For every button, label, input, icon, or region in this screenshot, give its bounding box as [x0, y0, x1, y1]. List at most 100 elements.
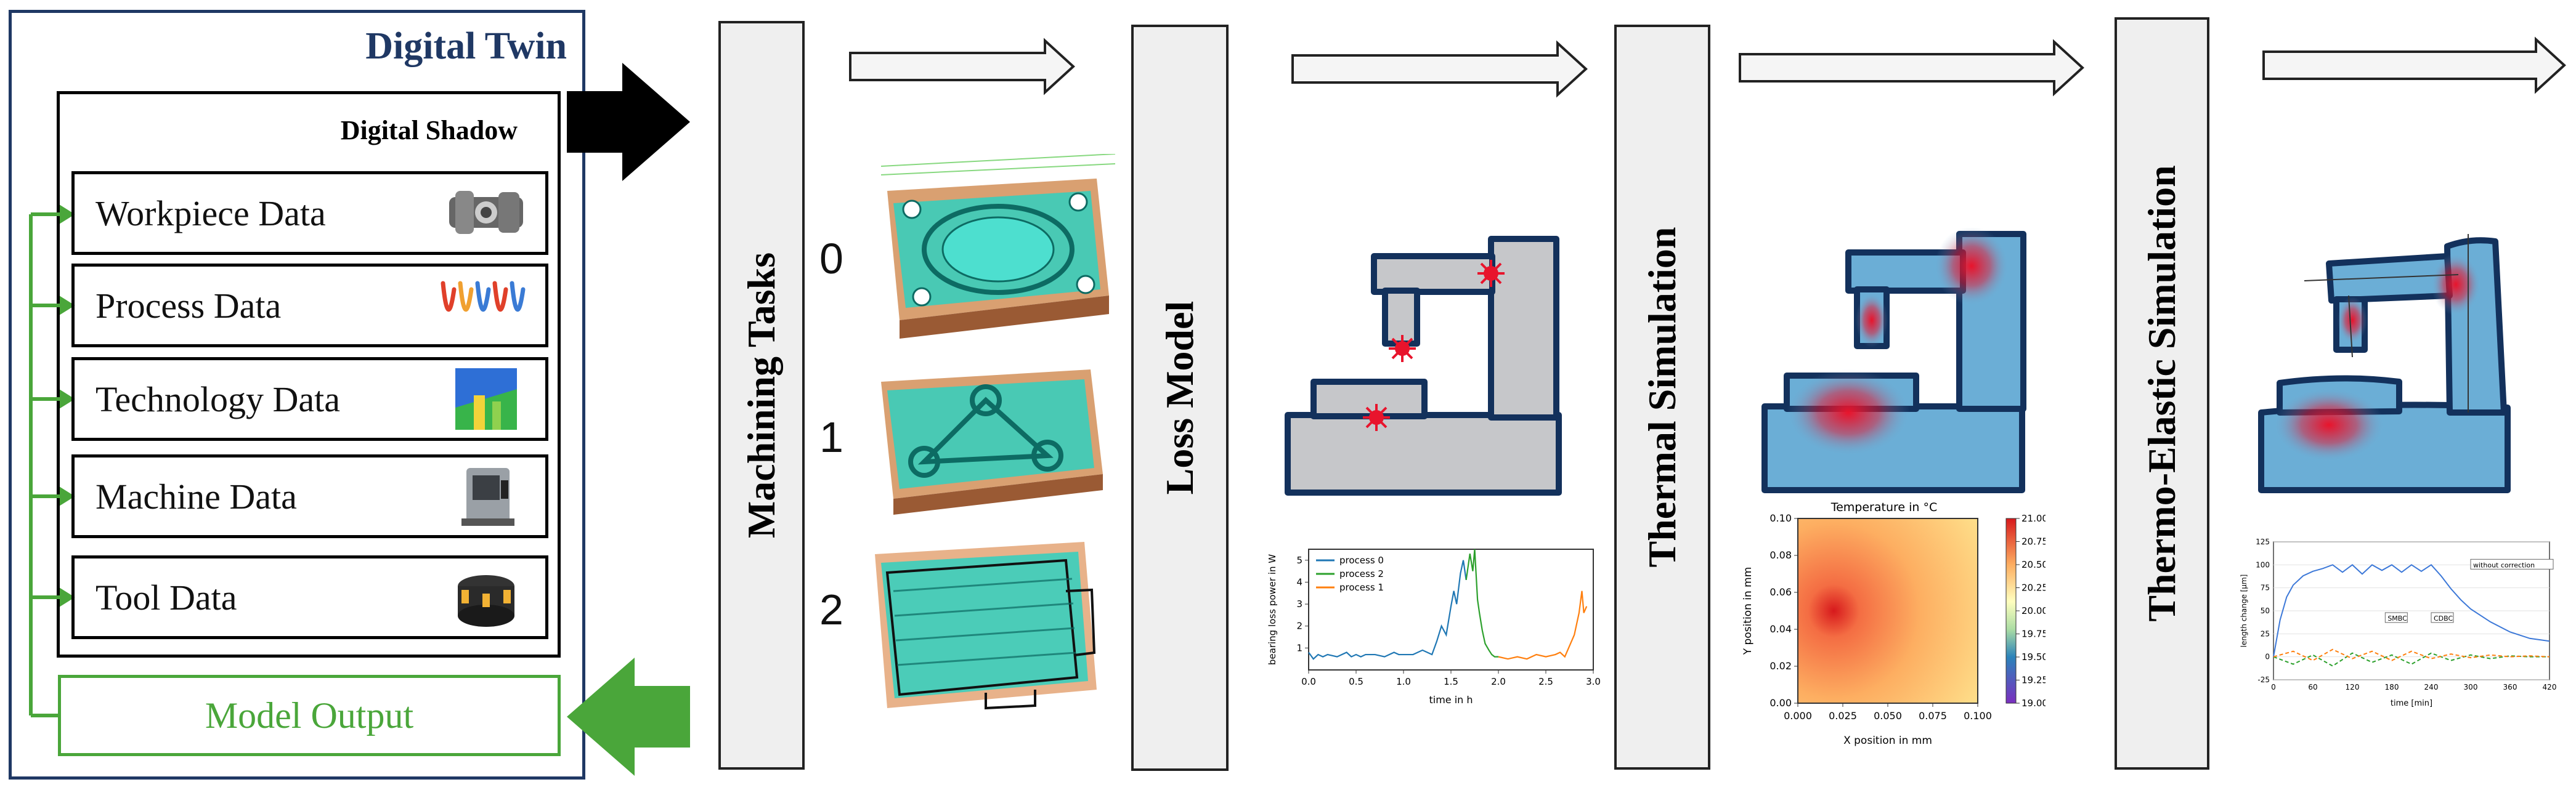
y-tick-label: 0.08 — [1769, 549, 1792, 561]
digital-twin-box — [9, 10, 585, 780]
annotation-label: SMBC — [2387, 615, 2407, 623]
x-tick-label: 0.5 — [1349, 676, 1363, 687]
x-tick-label: 0.0 — [1301, 676, 1316, 687]
heatmap-field — [1797, 518, 1978, 704]
annotation-label: CDBC — [2434, 615, 2453, 623]
y-tick-label: 0.00 — [1769, 697, 1792, 709]
colorbar — [2005, 518, 2017, 704]
y-tick-label: 25 — [2261, 629, 2270, 638]
series-line-1 — [2273, 652, 2550, 667]
colorbar-tick-label: 20.00 — [2021, 605, 2046, 616]
stage-thermo-elastic-simulation: Thermo-Elastic Simulation — [2115, 17, 2209, 770]
stage-machining-tasks: Machining Tasks — [718, 21, 805, 770]
y-axis-label: bearing loss power in W — [1267, 554, 1278, 665]
x-tick-label: 240 — [2424, 683, 2439, 691]
data-label: Workpiece Data — [95, 193, 326, 233]
colorbar-tick-label: 19.00 — [2021, 698, 2046, 709]
y-tick-label: -25 — [2257, 675, 2270, 684]
model-output-box: Model Output — [58, 675, 561, 756]
x-tick-label: 180 — [2385, 683, 2399, 691]
colorbar-tick-label: 20.25 — [2021, 582, 2046, 594]
legend-label: process 0 — [1339, 555, 1384, 566]
arrow-left-green — [567, 658, 690, 776]
data-label: Tool Data — [95, 577, 237, 618]
stage-label: Machining Tasks — [739, 252, 783, 539]
x-tick-label: 0 — [2271, 683, 2276, 691]
machine-thermal-field — [1761, 228, 2026, 493]
colorbar-tick-label: 21.00 — [2021, 513, 2046, 524]
workpiece-1-image — [881, 369, 1103, 515]
x-tick-label: 0.075 — [1919, 710, 1947, 722]
x-tick-label: 60 — [2308, 683, 2317, 691]
y-axis-label: length change [µm] — [2240, 574, 2248, 648]
arrow-right-black — [567, 63, 690, 181]
y-tick-label: 0.10 — [1769, 512, 1792, 524]
y-tick-label: 125 — [2256, 538, 2270, 546]
y-tick-label: 50 — [2261, 607, 2270, 615]
data-row-process: Process Data — [71, 264, 548, 347]
colorbar-tick-label: 19.75 — [2021, 629, 2046, 640]
x-tick-label: 2.0 — [1491, 676, 1506, 687]
stage-loss-model: Loss Model — [1131, 25, 1229, 771]
y-tick-label: 0.02 — [1769, 660, 1792, 672]
x-tick-label: 360 — [2503, 683, 2517, 691]
data-label: Technology Data — [95, 379, 340, 419]
x-tick-label: 0.100 — [1964, 710, 1992, 722]
x-axis-label: X position in mm — [1843, 735, 1932, 747]
data-row-technology: Technology Data — [71, 357, 548, 441]
series-line-1 — [1465, 549, 1498, 658]
colorbar-tick-label: 20.75 — [2021, 536, 2046, 547]
digital-shadow-box — [57, 91, 561, 658]
colorbar-tick-label: 19.50 — [2021, 651, 2046, 663]
task-number-1: 1 — [819, 413, 843, 461]
stage-thermal-simulation: Thermal Simulation — [1614, 25, 1710, 770]
y-tick-label: 1 — [1296, 642, 1302, 653]
heatmap-title: Temperature in °C — [1830, 501, 1938, 514]
stage-label: Thermal Simulation — [1640, 227, 1684, 568]
machine-loss-sources — [1285, 236, 1562, 496]
legend-label: process 2 — [1339, 568, 1384, 579]
colorbar-tick-label: 20.50 — [2021, 559, 2046, 570]
x-tick-label: 120 — [2346, 683, 2360, 691]
workpiece-2-image — [875, 542, 1097, 710]
data-row-machine: Machine Data — [71, 454, 548, 538]
x-tick-label: 300 — [2464, 683, 2478, 691]
y-tick-label: 100 — [2256, 560, 2270, 569]
x-tick-label: 1.5 — [1444, 676, 1458, 687]
series-line-0 — [2273, 564, 2550, 657]
x-tick-label: 0.025 — [1829, 710, 1857, 722]
digital-twin-title: Digital Twin — [365, 25, 567, 67]
series-line-2 — [2273, 648, 2550, 661]
temperature-heatmap: Temperature in °C 0.000 0.025 0.050 0.075 0.… — [1742, 501, 2046, 747]
legend-label: process 1 — [1339, 582, 1384, 593]
y-axis-label: Y position in mm — [1742, 567, 1754, 656]
y-tick-label: 3 — [1296, 599, 1302, 610]
colorbar-tick-label: 19.25 — [2021, 675, 2046, 686]
stage-label: Loss Model — [1158, 300, 1201, 495]
x-tick-label: 420 — [2543, 683, 2557, 691]
data-row-workpiece: Workpiece Data — [71, 171, 548, 255]
y-tick-label: 5 — [1296, 555, 1302, 566]
stage-label: Thermo-Elastic Simulation — [2140, 165, 2184, 622]
x-tick-label: 1.0 — [1396, 676, 1411, 687]
technology-icon — [455, 368, 517, 430]
workpiece-icon — [449, 191, 523, 234]
x-tick-label: 0.000 — [1784, 710, 1812, 722]
x-axis-label: time in h — [1429, 694, 1473, 706]
x-axis-label: time [min] — [2391, 699, 2432, 708]
y-tick-label: 2 — [1296, 621, 1302, 632]
x-tick-label: 2.5 — [1538, 676, 1553, 687]
x-tick-label: 3.0 — [1586, 676, 1601, 687]
digital-shadow-title: Digital Shadow — [340, 115, 518, 145]
annotation-box — [2431, 612, 2454, 623]
annotation-box — [2470, 558, 2554, 570]
y-tick-label: 0.04 — [1769, 623, 1792, 635]
machine-deformation — [2258, 234, 2511, 493]
x-tick-label: 0.050 — [1874, 710, 1902, 722]
task-number-2: 2 — [819, 586, 843, 634]
process-curves-icon — [441, 281, 526, 312]
task-number-0: 0 — [819, 235, 843, 283]
